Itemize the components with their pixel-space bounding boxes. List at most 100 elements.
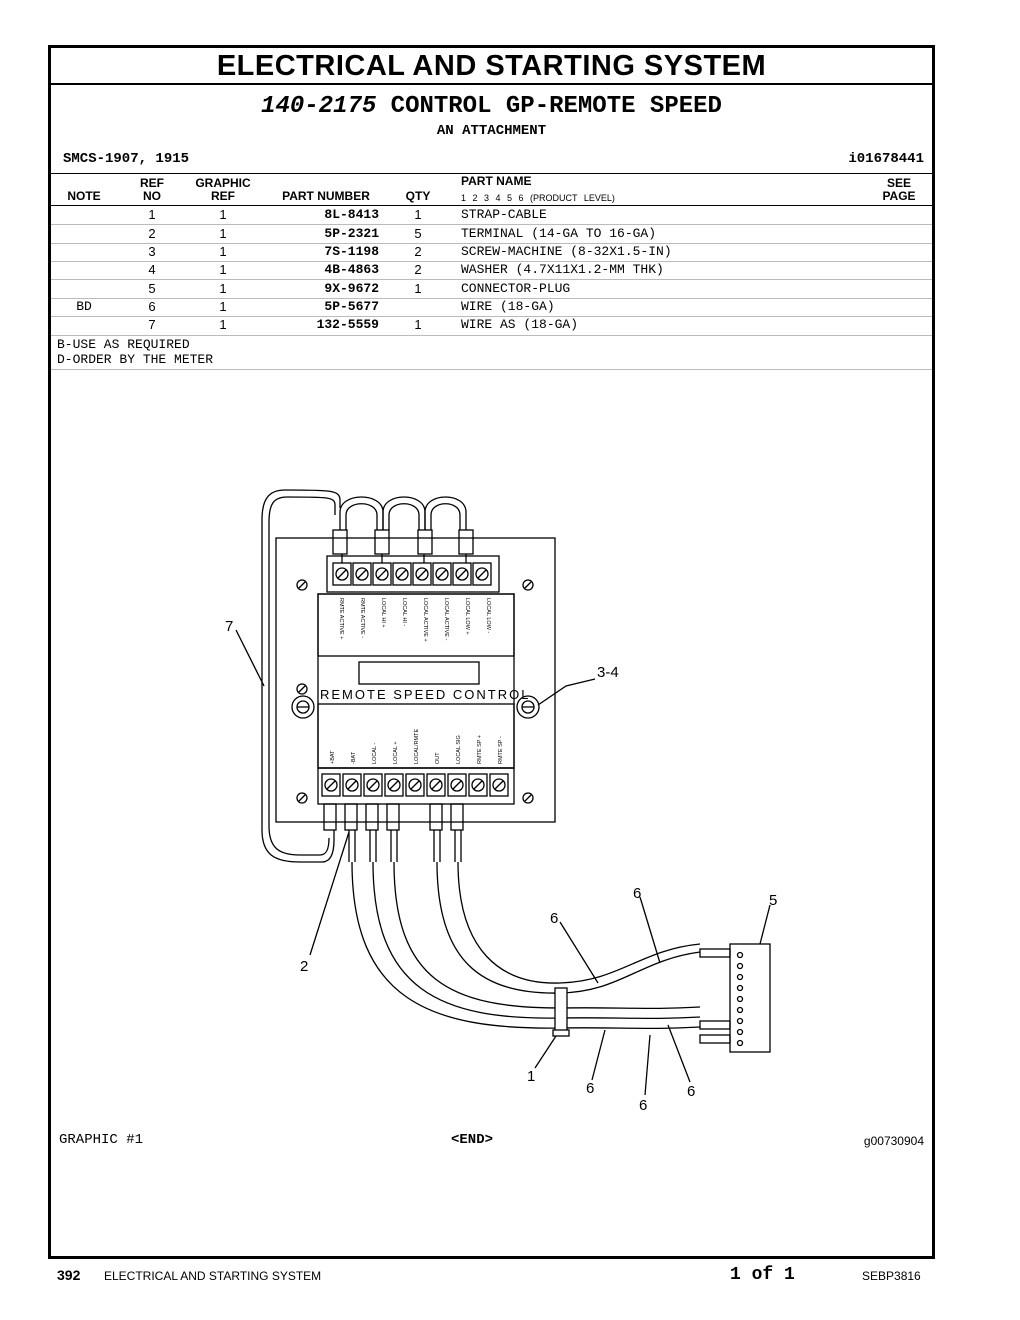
plate-hole-icon: [522, 579, 534, 591]
row-part-number: 8L-8413: [324, 207, 379, 222]
plate-hole-icon: [522, 792, 534, 804]
header-part-name: PART NAME: [461, 174, 532, 188]
bottom-terminals: [321, 773, 509, 797]
callout-leaders: [235, 629, 771, 1096]
callout-numbers: 7 3-4 2 5 6 6 1 6 6 6: [225, 618, 777, 1114]
row-part-name: STRAP-CABLE: [461, 207, 547, 222]
wiring-diagram: REMOTE SPEED CONTROL RMTE ACTIVE + RMTE …: [225, 489, 777, 1114]
header-graphic-bottom: REF: [211, 189, 235, 203]
header-see-top: SEE: [886, 176, 911, 190]
wire-assembly-loop: [261, 489, 341, 863]
screw-washer-icon: [291, 695, 315, 719]
wire-assembly-loop-inner: [268, 496, 336, 856]
label-top-2: RMTE ACTIVE -: [359, 598, 365, 638]
callout-2: 2: [300, 958, 308, 975]
graphic-id: g00730904: [863, 1134, 924, 1148]
screw-washer-icon: [516, 695, 540, 719]
row-part-number: 5P-2321: [324, 226, 379, 241]
row-part-number: 4B-4863: [324, 262, 379, 277]
row-part-name: CONNECTOR-PLUG: [461, 281, 571, 296]
header-part-number: PART NUMBER: [282, 189, 370, 203]
bottom-terminal-labels: +BAT -BAT LOCAL - LOCAL + LOCAL/RMTE OUT…: [330, 729, 504, 764]
group-number: 140-2175: [261, 93, 377, 120]
label-top-3: LOCAL HI +: [380, 598, 386, 628]
callout-6: 6: [687, 1083, 695, 1100]
row-qty: 1: [414, 317, 422, 332]
row-ref: 1: [148, 207, 156, 222]
row-graphic: 1: [219, 262, 227, 277]
callout-3-4: 3-4: [597, 664, 619, 681]
callout-7: 7: [225, 618, 233, 635]
row-qty: 5: [414, 226, 422, 241]
section-title: ELECTRICAL AND STARTING SYSTEM: [51, 48, 932, 85]
row-qty: 1: [414, 281, 422, 296]
row-rule: [51, 261, 932, 262]
label-top-7: LOCAL LOW +: [464, 598, 470, 635]
row-rule: [51, 335, 932, 336]
label-top-4: LOCAL HI -: [401, 598, 407, 626]
row-part-number: 132-5559: [316, 317, 379, 332]
row-qty: 2: [414, 244, 422, 259]
row-ref: 4: [148, 262, 156, 277]
plate-hole-icon: [296, 683, 308, 695]
label-bottom-1: +BAT: [330, 750, 336, 764]
row-ref: 6: [148, 299, 156, 314]
row-part-number: 9X-9672: [324, 281, 379, 296]
top-jumpers: [332, 496, 474, 563]
panel-title: REMOTE SPEED CONTROL: [320, 687, 530, 702]
row-rule: [51, 298, 932, 299]
row-ref: 5: [148, 281, 156, 296]
end-marker: <END>: [451, 1132, 494, 1148]
plate-hole-icon: [296, 792, 308, 804]
row-rule: [51, 316, 932, 317]
row-note: BD: [76, 299, 92, 314]
attachment-label: AN ATTACHMENT: [436, 123, 547, 139]
row-graphic: 1: [219, 244, 227, 259]
header-ref-bottom: NO: [143, 189, 161, 203]
note-b: B-USE AS REQUIRED: [57, 337, 190, 352]
callout-6: 6: [550, 910, 558, 927]
label-bottom-4: LOCAL +: [393, 741, 399, 764]
row-rule: [51, 243, 932, 244]
row-part-number: 7S-1198: [324, 244, 379, 259]
label-top-6: LOCAL ACTIVE -: [443, 598, 449, 640]
table-top-rule: [51, 173, 932, 174]
row-graphic: 1: [219, 299, 227, 314]
row-ref: 7: [148, 317, 156, 332]
header-product-levels: 1 2 3 4 5 6 (PRODUCT LEVEL): [461, 193, 615, 203]
label-bottom-6: OUT: [435, 752, 441, 764]
row-part-name: WIRE AS (18-GA): [461, 317, 579, 332]
callout-6: 6: [586, 1080, 594, 1097]
label-bottom-3: LOCAL -: [372, 743, 378, 764]
page-number: 392: [57, 1267, 81, 1283]
notes-rule: [51, 369, 932, 370]
header-rule: [51, 205, 932, 206]
row-part-name: SCREW-MACHINE (8-32X1.5-IN): [461, 244, 672, 259]
row-graphic: 1: [219, 317, 227, 332]
display-window: [358, 661, 480, 685]
smcs-code: SMCS-1907, 1915: [63, 151, 190, 167]
callout-5: 5: [769, 892, 777, 909]
header-graphic-top: GRAPHIC: [195, 176, 251, 190]
row-part-name: WIRE (18-GA): [461, 299, 555, 314]
graphic-label: GRAPHIC #1: [59, 1132, 144, 1148]
page-of: 1 of 1: [730, 1265, 795, 1285]
page-frame: ELECTRICAL AND STARTING SYSTEM 140-2175 …: [48, 45, 935, 1259]
row-rule: [51, 224, 932, 225]
footer-section-title: ELECTRICAL AND STARTING SYSTEM: [104, 1269, 322, 1283]
label-bottom-7: LOCAL SIG: [456, 735, 462, 764]
callout-6: 6: [639, 1097, 647, 1114]
bottom-wire-terminals: [323, 803, 464, 862]
header-note: NOTE: [67, 189, 101, 203]
connector-plug: [729, 943, 771, 1053]
group-name: CONTROL GP-REMOTE SPEED: [390, 93, 722, 120]
row-part-name: WASHER (4.7X11X1.2-MM THK): [461, 262, 664, 277]
label-bottom-8: RMTE SP +: [477, 735, 483, 764]
mounting-plate: [275, 537, 556, 823]
row-graphic: 1: [219, 207, 227, 222]
callout-6: 6: [633, 885, 641, 902]
doc-id: i01678441: [848, 151, 924, 167]
label-bottom-5: LOCAL/RMTE: [414, 729, 420, 764]
row-ref: 2: [148, 226, 156, 241]
note-d: D-ORDER BY THE METER: [57, 352, 214, 367]
